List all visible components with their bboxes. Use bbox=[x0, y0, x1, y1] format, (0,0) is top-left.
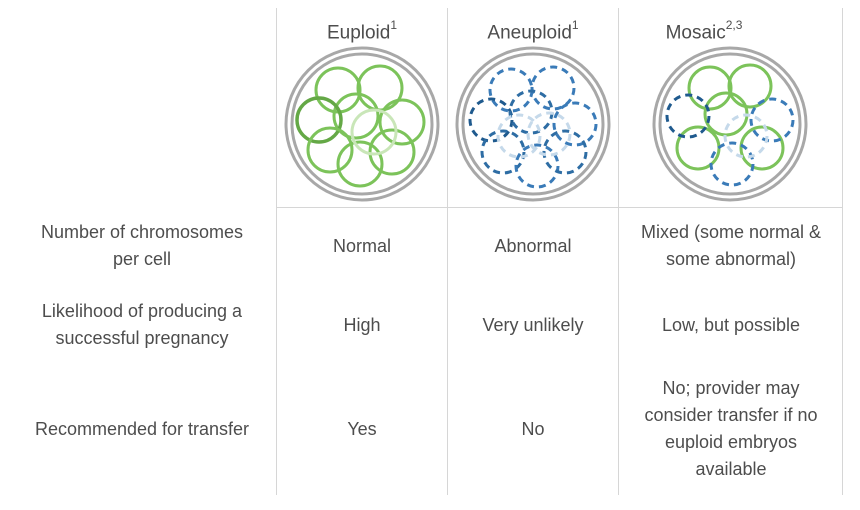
column-header-euploid: Euploid1 bbox=[277, 18, 447, 44]
cell-mosaic-transfer: No; provider may consider transfer if no… bbox=[626, 375, 836, 483]
cell-text: Normal bbox=[332, 236, 391, 256]
cell-text: Yes bbox=[347, 419, 377, 439]
cell-text: Very unlikely bbox=[482, 315, 584, 335]
cell-text: Low, but possible bbox=[661, 315, 801, 335]
euploid-embryo-icon bbox=[284, 46, 440, 202]
column-title: Mosaic bbox=[665, 22, 726, 44]
column-header-mosaic: Mosaic2,3 bbox=[619, 18, 789, 44]
row-label-transfer: Recommended for transfer bbox=[14, 416, 270, 443]
row-label-line: per cell bbox=[112, 249, 172, 269]
footnote-ref: 1 bbox=[571, 18, 579, 32]
cell-mosaic-likelihood: Low, but possible bbox=[626, 312, 836, 339]
footnote-ref: 1 bbox=[390, 18, 398, 32]
divider-middle bbox=[447, 8, 448, 495]
column-title: Aneuploid bbox=[487, 22, 572, 44]
cell-text: consider transfer if no bbox=[644, 405, 818, 425]
row-label-pregnancy-likelihood: Likelihood of producing a successful pre… bbox=[14, 298, 270, 352]
cell-text: Mixed (some normal & bbox=[640, 222, 822, 242]
row-label-chromosomes: Number of chromosomes per cell bbox=[14, 219, 270, 273]
cell-aneuploid-chromosomes: Abnormal bbox=[448, 233, 618, 260]
cell-text: euploid embryos bbox=[664, 432, 798, 452]
divider-edge bbox=[842, 8, 843, 495]
cell-mosaic-chromosomes: Mixed (some normal & some abnormal) bbox=[626, 219, 836, 273]
cell-euploid-likelihood: High bbox=[277, 312, 447, 339]
cell-text: No bbox=[521, 419, 545, 439]
cell-euploid-chromosomes: Normal bbox=[277, 233, 447, 260]
column-title: Euploid bbox=[326, 22, 391, 44]
row-label-line: Likelihood of producing a bbox=[41, 301, 243, 321]
column-header-aneuploid: Aneuploid1 bbox=[448, 18, 618, 44]
cell-text: some abnormal) bbox=[665, 249, 797, 269]
divider-left bbox=[276, 8, 277, 495]
cell-text: No; provider may bbox=[662, 378, 800, 398]
footnote-ref: 2,3 bbox=[725, 18, 743, 32]
divider-right bbox=[618, 8, 619, 495]
aneuploid-embryo-icon bbox=[455, 46, 611, 202]
row-label-line: Number of chromosomes bbox=[40, 222, 244, 242]
cell-text: Abnormal bbox=[494, 236, 572, 256]
cell-aneuploid-transfer: No bbox=[448, 416, 618, 443]
cell-euploid-transfer: Yes bbox=[277, 416, 447, 443]
cell-text: available bbox=[695, 459, 767, 479]
cell-text: High bbox=[343, 315, 381, 335]
row-label-line: Recommended for transfer bbox=[34, 419, 250, 439]
header-divider bbox=[276, 207, 842, 208]
mosaic-embryo-icon bbox=[652, 46, 808, 202]
cell-aneuploid-likelihood: Very unlikely bbox=[448, 312, 618, 339]
row-label-line: successful pregnancy bbox=[55, 328, 229, 348]
